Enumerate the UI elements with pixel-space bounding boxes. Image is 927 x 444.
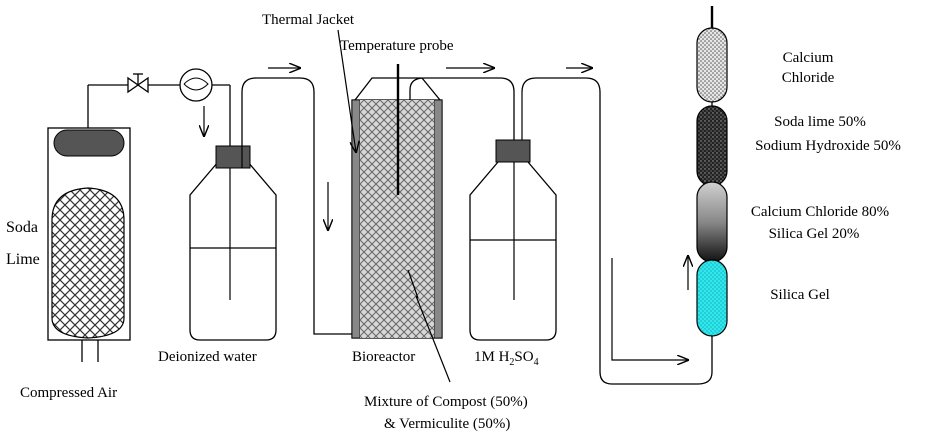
deionized-water-bottle bbox=[189, 145, 277, 341]
label-lime: Lime bbox=[6, 251, 40, 268]
tube-acid-to-columns bbox=[521, 68, 713, 385]
label-deionized-water: Deionized water bbox=[158, 349, 257, 365]
label-calcium: Calcium bbox=[783, 50, 834, 66]
label-acid-trap: 1M H2SO4 bbox=[474, 349, 539, 368]
label-mixture-line1: Mixture of Compost (50%) bbox=[364, 394, 528, 410]
acid-trap-sub1: 2 bbox=[509, 357, 514, 368]
soda-lime-naoh-tube bbox=[696, 105, 728, 187]
drying-column-stack bbox=[696, 6, 728, 337]
label-thermal-jacket: Thermal Jacket bbox=[262, 12, 355, 28]
label-cacl-80: Calcium Chloride 80% bbox=[751, 204, 889, 220]
bioreactor bbox=[351, 64, 443, 339]
air-line bbox=[88, 68, 231, 200]
tube-reactor-to-acid bbox=[409, 68, 515, 140]
acid-trap-sub2: 4 bbox=[534, 357, 539, 368]
acid-trap-bottle bbox=[469, 92, 557, 341]
label-naoh-50: Sodium Hydroxide 50% bbox=[755, 138, 901, 154]
label-soda: Soda bbox=[6, 219, 38, 236]
acid-trap-prefix: 1M H bbox=[474, 349, 510, 365]
soda-lime-packing bbox=[51, 187, 125, 339]
label-temperature-probe: Temperature probe bbox=[340, 38, 454, 54]
label-soda-lime-50: Soda lime 50% bbox=[774, 114, 866, 130]
thermal-jacket-wall-right bbox=[433, 99, 443, 339]
label-silica-gel: Silica Gel bbox=[770, 287, 830, 303]
label-chloride: Chloride bbox=[782, 70, 835, 86]
label-silica-20: Silica Gel 20% bbox=[769, 226, 860, 242]
calcium-chloride-tube bbox=[696, 27, 728, 103]
soda-lime-column bbox=[47, 85, 131, 362]
pointer-lines bbox=[337, 29, 451, 383]
label-bioreactor: Bioreactor bbox=[352, 349, 415, 365]
cacl-silica-tube bbox=[696, 181, 728, 263]
tube-water-to-reactor bbox=[241, 68, 352, 335]
silica-gel-tube bbox=[696, 259, 728, 337]
label-compressed-air: Compressed Air bbox=[20, 385, 117, 401]
valve-icon bbox=[127, 76, 140, 94]
acid-trap-mid: SO bbox=[514, 349, 533, 365]
label-mixture-line2: & Vermiculite (50%) bbox=[384, 416, 510, 432]
